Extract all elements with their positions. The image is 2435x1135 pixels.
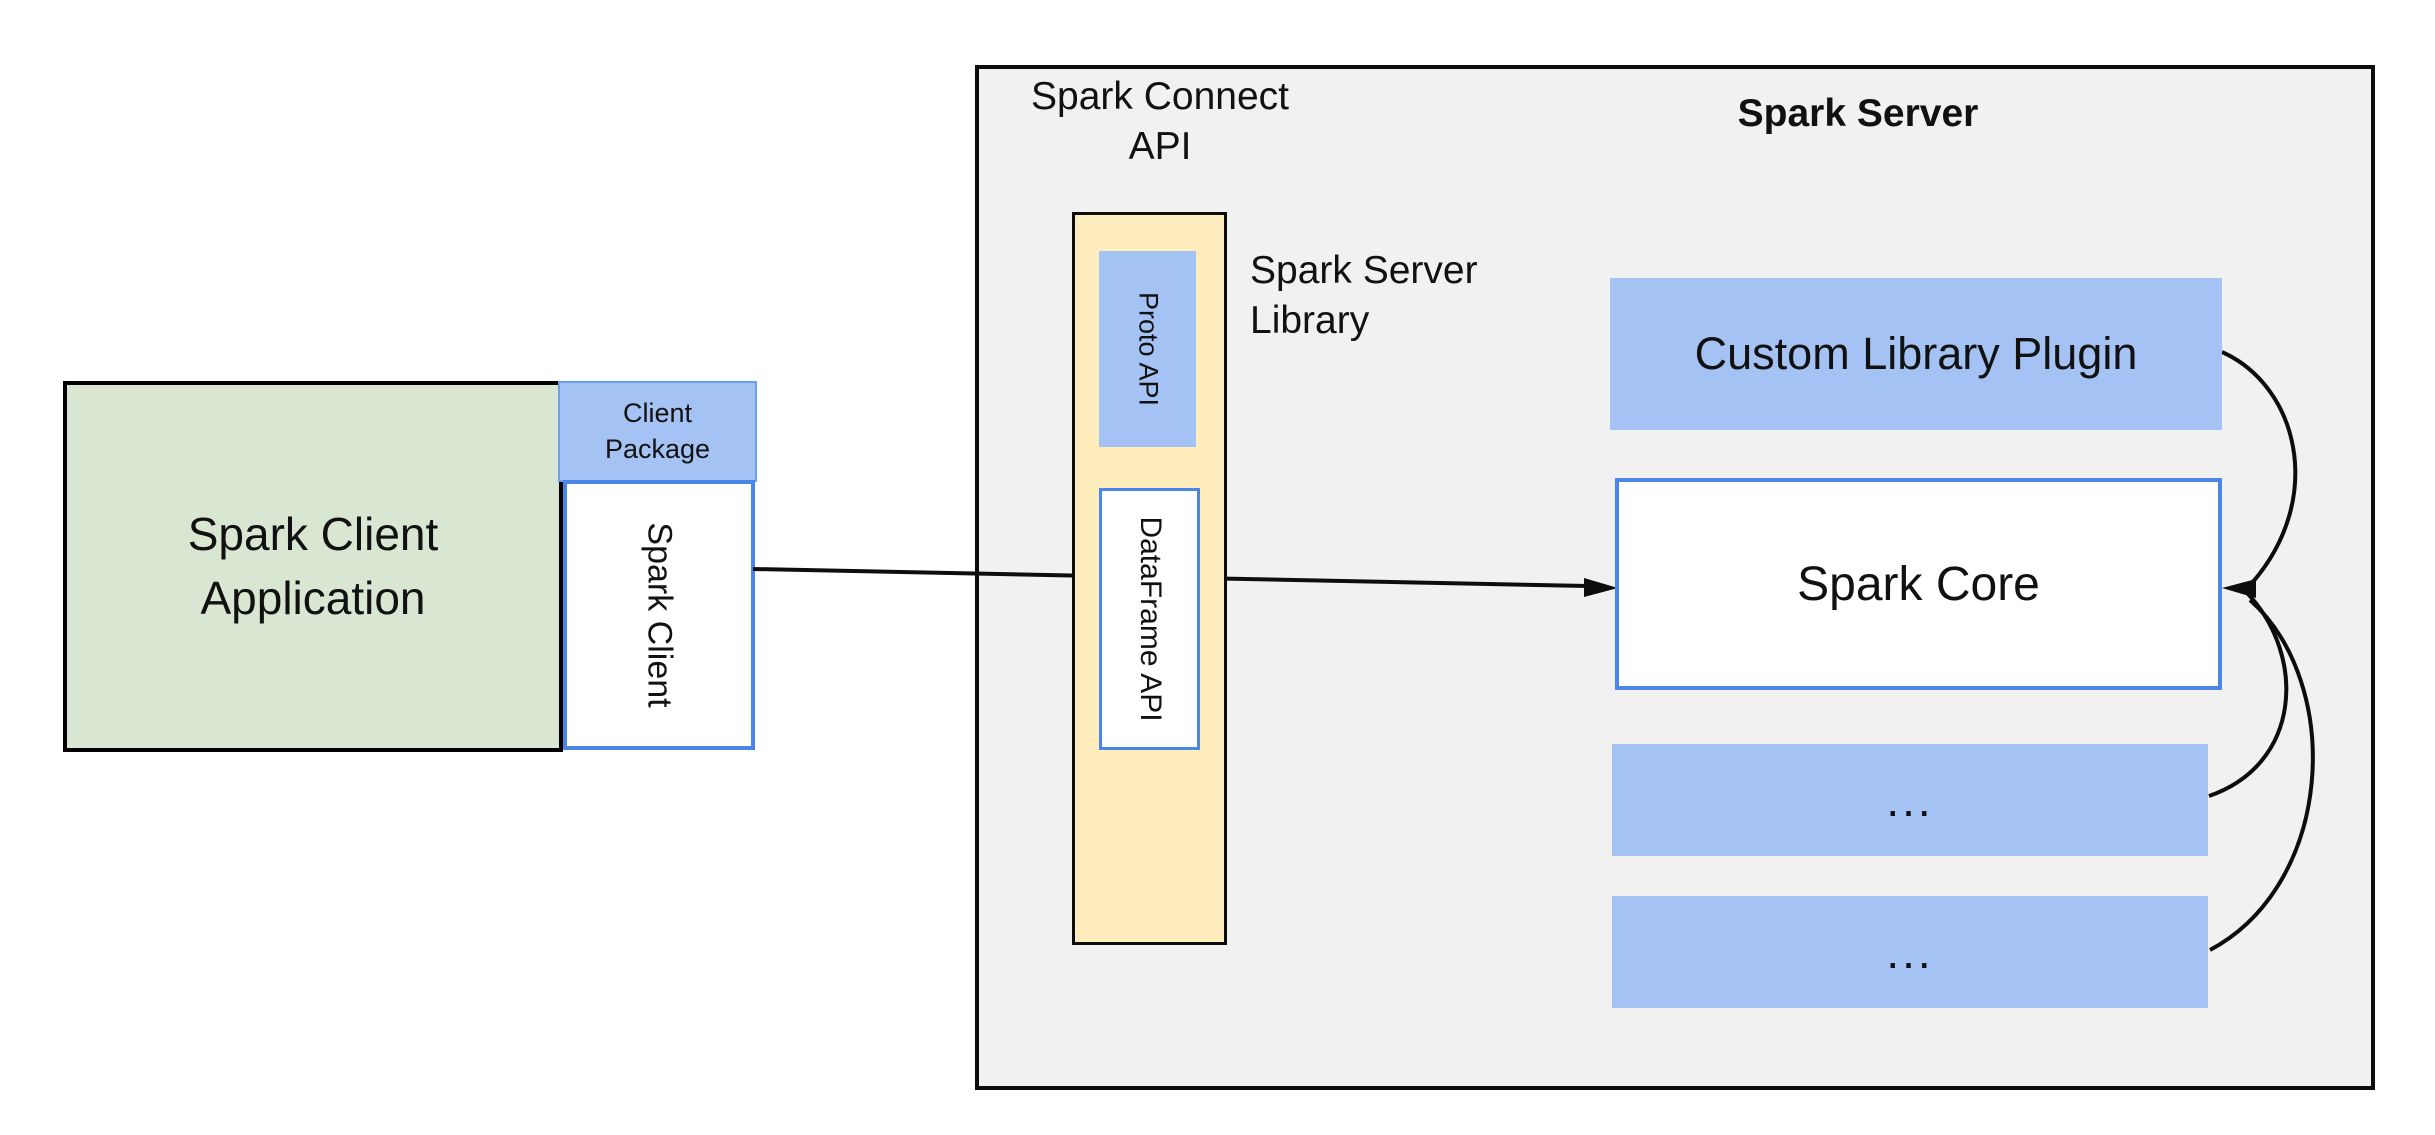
client-package-label: Client Package <box>604 398 711 464</box>
client-package-box: Client Package <box>558 381 757 482</box>
custom-library-plugin-box: Custom Library Plugin <box>1610 278 2222 430</box>
proto-api-box: Proto API <box>1099 251 1196 447</box>
spark-core-box: Spark Core <box>1615 478 2222 690</box>
spark-client-application-label: Spark Client Application <box>187 508 439 624</box>
dataframe-api-box: DataFrame API <box>1099 488 1200 750</box>
spark-core-label: Spark Core <box>1797 557 2040 611</box>
spark-client-label: Spark Client <box>640 522 679 708</box>
spark-connect-api-label: Spark Connect API <box>1031 75 1289 168</box>
proto-api-label: Proto API <box>1133 291 1163 407</box>
plugin-placeholder-box-2: ... <box>1612 896 2208 1008</box>
plugin-placeholder-label-2: ... <box>1886 926 1934 978</box>
plugin-placeholder-label-1: ... <box>1886 774 1934 826</box>
spark-server-library-label: Spark Server Library <box>1250 249 1478 342</box>
custom-library-plugin-label: Custom Library Plugin <box>1694 328 2138 379</box>
plugin-placeholder-box-1: ... <box>1612 744 2208 856</box>
dataframe-api-label: DataFrame API <box>1133 516 1167 722</box>
spark-client-application-box: Spark Client Application <box>63 381 563 752</box>
spark-server-title: Spark Server <box>1737 92 1979 135</box>
spark-client-box: Spark Client <box>563 480 755 750</box>
